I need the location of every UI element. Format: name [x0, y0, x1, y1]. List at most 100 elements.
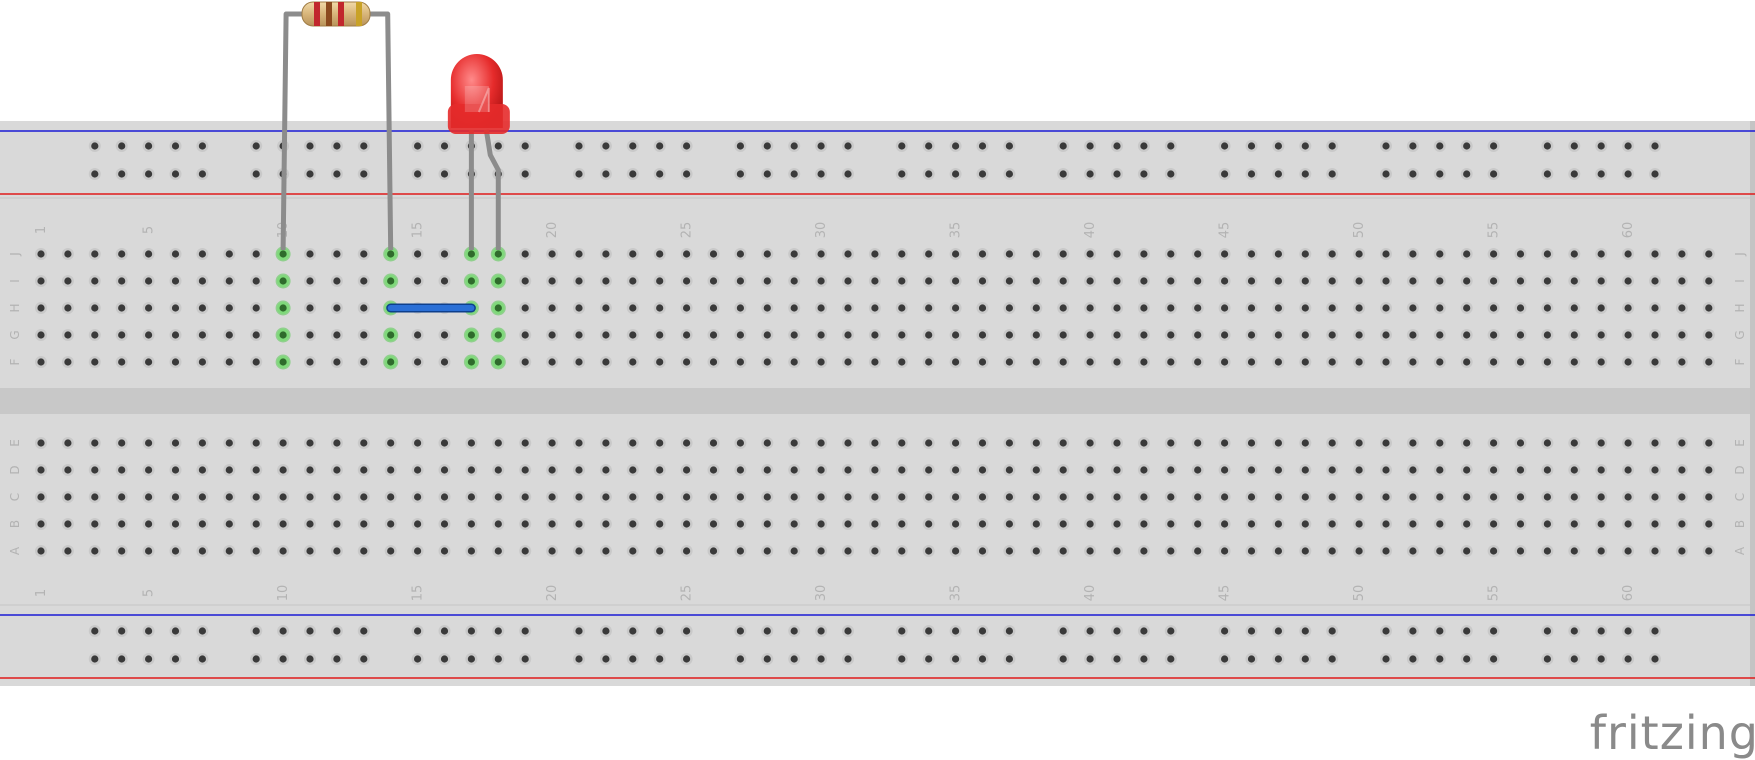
hole-G60[interactable] [1622, 329, 1635, 341]
hole-G16[interactable] [438, 329, 451, 341]
rail-hole-top-0-12[interactable] [330, 140, 343, 152]
hole-G62[interactable] [1675, 329, 1688, 341]
hole-C18[interactable] [492, 491, 505, 503]
hole-H28[interactable] [761, 302, 774, 314]
hole-E33[interactable] [895, 437, 908, 449]
hole-E42[interactable] [1137, 437, 1150, 449]
rail-hole-bottom-1-4[interactable] [115, 653, 128, 665]
hole-E37[interactable] [1003, 437, 1016, 449]
hole-E4[interactable] [115, 437, 128, 449]
rail-hole-bottom-0-53[interactable] [1433, 625, 1446, 637]
hole-C55[interactable] [1487, 491, 1500, 503]
hole-C10[interactable] [277, 491, 290, 503]
rail-hole-top-1-9[interactable] [250, 168, 263, 180]
hole-I54[interactable] [1460, 275, 1473, 287]
hole-B51[interactable] [1380, 518, 1392, 530]
hole-C36[interactable] [976, 491, 989, 503]
hole-F25[interactable] [680, 356, 693, 368]
rail-hole-bottom-0-16[interactable] [438, 625, 451, 637]
hole-F13[interactable] [357, 356, 370, 368]
rail-hole-top-0-7[interactable] [196, 140, 209, 152]
hole-B26[interactable] [707, 518, 720, 530]
hole-A39[interactable] [1057, 545, 1070, 557]
hole-E21[interactable] [573, 437, 585, 449]
rail-hole-top-1-36[interactable] [976, 168, 989, 180]
hole-J12[interactable] [330, 248, 343, 260]
hole-I20[interactable] [546, 275, 559, 287]
hole-C47[interactable] [1272, 491, 1285, 503]
hole-C62[interactable] [1675, 491, 1688, 503]
hole-J44[interactable] [1191, 248, 1204, 260]
hole-H34[interactable] [922, 302, 935, 314]
rail-hole-bottom-1-28[interactable] [761, 653, 774, 665]
hole-E16[interactable] [438, 437, 451, 449]
hole-D58[interactable] [1568, 464, 1581, 476]
hole-A35[interactable] [949, 545, 962, 557]
hole-A54[interactable] [1460, 545, 1473, 557]
hole-E54[interactable] [1460, 437, 1473, 449]
rail-hole-bottom-1-25[interactable] [680, 653, 693, 665]
hole-C22[interactable] [599, 491, 612, 503]
hole-J56[interactable] [1514, 248, 1527, 260]
hole-B47[interactable] [1272, 518, 1285, 530]
rail-hole-bottom-1-3[interactable] [88, 653, 101, 665]
hole-J49[interactable] [1326, 248, 1339, 260]
rail-hole-bottom-0-22[interactable] [599, 625, 612, 637]
hole-E47[interactable] [1272, 437, 1285, 449]
hole-E5[interactable] [142, 437, 155, 449]
hole-B6[interactable] [169, 518, 182, 530]
hole-I1[interactable] [35, 275, 47, 287]
hole-C5[interactable] [142, 491, 155, 503]
hole-J31[interactable] [842, 248, 854, 260]
rail-hole-top-0-60[interactable] [1622, 140, 1635, 152]
hole-H58[interactable] [1568, 302, 1581, 314]
hole-G41[interactable] [1111, 329, 1123, 341]
hole-F59[interactable] [1595, 356, 1608, 368]
hole-E34[interactable] [922, 437, 935, 449]
hole-E13[interactable] [357, 437, 370, 449]
hole-F46[interactable] [1245, 356, 1258, 368]
hole-B32[interactable] [868, 518, 881, 530]
hole-D38[interactable] [1030, 464, 1043, 476]
hole-B14[interactable] [384, 518, 397, 530]
hole-F60[interactable] [1622, 356, 1635, 368]
rail-hole-top-1-3[interactable] [88, 168, 101, 180]
hole-J18[interactable] [490, 246, 506, 262]
hole-H26[interactable] [707, 302, 720, 314]
hole-C57[interactable] [1541, 491, 1554, 503]
hole-D43[interactable] [1164, 464, 1177, 476]
hole-E60[interactable] [1622, 437, 1635, 449]
rail-hole-top-0-61[interactable] [1649, 140, 1661, 152]
hole-C40[interactable] [1084, 491, 1097, 503]
hole-C39[interactable] [1057, 491, 1070, 503]
rail-hole-bottom-1-37[interactable] [1003, 653, 1016, 665]
hole-D37[interactable] [1003, 464, 1016, 476]
hole-H4[interactable] [115, 302, 128, 314]
hole-G52[interactable] [1406, 329, 1419, 341]
hole-C13[interactable] [357, 491, 370, 503]
hole-G42[interactable] [1137, 329, 1150, 341]
rail-hole-bottom-0-29[interactable] [788, 625, 801, 637]
hole-D35[interactable] [949, 464, 962, 476]
hole-E7[interactable] [196, 437, 209, 449]
hole-I27[interactable] [734, 275, 747, 287]
rail-hole-bottom-0-40[interactable] [1084, 625, 1097, 637]
hole-I15[interactable] [411, 275, 424, 287]
hole-B23[interactable] [626, 518, 639, 530]
hole-C15[interactable] [411, 491, 424, 503]
hole-A2[interactable] [61, 545, 74, 557]
hole-J10[interactable] [275, 246, 291, 262]
rail-hole-top-0-23[interactable] [626, 140, 639, 152]
rail-hole-top-0-21[interactable] [573, 140, 585, 152]
hole-E22[interactable] [599, 437, 612, 449]
hole-F51[interactable] [1380, 356, 1392, 368]
hole-F21[interactable] [573, 356, 585, 368]
hole-B60[interactable] [1622, 518, 1635, 530]
hole-F19[interactable] [519, 356, 532, 368]
rail-hole-top-0-59[interactable] [1595, 140, 1608, 152]
hole-I44[interactable] [1191, 275, 1204, 287]
rail-hole-top-1-15[interactable] [411, 168, 424, 180]
rail-hole-bottom-1-58[interactable] [1568, 653, 1581, 665]
hole-F20[interactable] [546, 356, 559, 368]
rail-hole-bottom-1-39[interactable] [1057, 653, 1070, 665]
